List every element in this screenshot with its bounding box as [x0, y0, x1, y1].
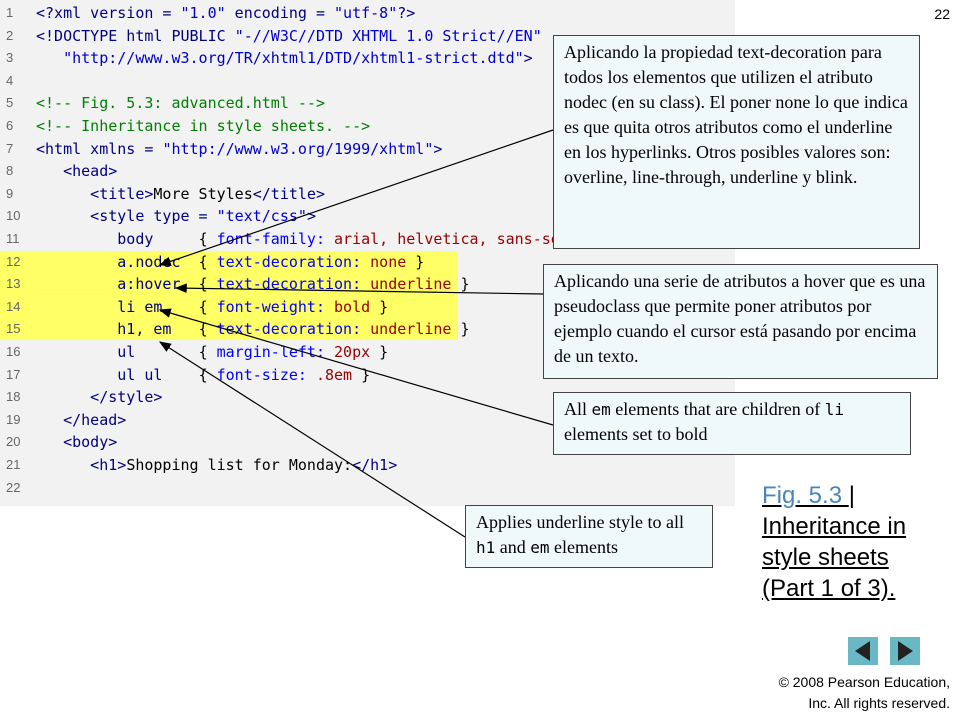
code-line: 3 "http://www.w3.org/TR/xhtml1/DTD/xhtml… — [0, 47, 735, 69]
callout-li-em-text-2: elements that are children of — [610, 399, 825, 419]
code-line: 2 <!DOCTYPE html PUBLIC "-//W3C//DTD XHTM… — [0, 25, 735, 47]
line-number: 3 — [6, 50, 14, 66]
code-text: <title>More Styles</title> — [36, 184, 325, 203]
triangle-right-icon — [898, 641, 913, 661]
code-line: 12 a.nodec { text-decoration: none } — [0, 250, 458, 273]
line-number: 2 — [6, 27, 14, 43]
line-number: 6 — [6, 118, 14, 133]
copyright-line-2: Inc. All rights reserved. — [808, 695, 950, 711]
line-number: 11 — [6, 231, 20, 246]
callout-h1-em-code-1: h1 — [476, 538, 496, 557]
code-text: <head> — [36, 162, 118, 181]
line-number: 20 — [6, 434, 21, 450]
code-line: 18 </style> — [0, 386, 735, 408]
line-number: 19 — [6, 411, 21, 427]
line-number: 8 — [6, 163, 14, 179]
line-number: 15 — [6, 321, 21, 337]
code-line: 22 — [0, 477, 735, 499]
line-number: 12 — [6, 253, 21, 269]
code-text: "http://www.w3.org/TR/xhtml1/DTD/xhtml1-… — [63, 49, 533, 68]
code-line: 9 <title>More Styles</title> — [0, 183, 735, 205]
callout-h1-em-text-3: elements — [549, 537, 619, 557]
code-text: <style type = "text/css"> — [36, 207, 316, 226]
code-line: 17 ul ul { font-size: .8em } — [0, 364, 735, 386]
code-line: 15 h1, em { text-decoration: underline } — [0, 318, 470, 341]
code-line: 5 <!-- Fig. 5.3: advanced.html --> — [0, 92, 735, 114]
code-text: </head> — [36, 410, 127, 429]
line-number: 13 — [6, 276, 21, 292]
code-text: ul ul { font-size: .8em } — [36, 365, 371, 384]
code-text: li em { font-weight: bold } — [36, 297, 389, 316]
callout-li-em-text-3: elements set to bold — [564, 424, 708, 444]
callout-h1-em-text-2: and — [495, 537, 531, 557]
line-number: 10 — [6, 208, 21, 224]
line-number: 14 — [6, 298, 21, 314]
code-text: <!-- Fig. 5.3: advanced.html --> — [36, 94, 325, 113]
triangle-left-icon — [855, 641, 870, 661]
code-text: <!DOCTYPE html PUBLIC "-//W3C//DTD XHTML… — [36, 26, 542, 45]
figure-link[interactable]: Fig. 5.3 — [762, 482, 849, 509]
code-line: 10 <style type = "text/css"> — [0, 205, 735, 227]
previous-slide-button[interactable] — [848, 637, 878, 665]
figure-caption: Fig. 5.3 | Inheritance in style sheets (… — [762, 480, 922, 604]
code-text: <!-- Inheritance in style sheets. --> — [36, 117, 371, 135]
callout-hover: Aplicando una serie de atributos a hover… — [543, 264, 938, 379]
line-number: 18 — [6, 389, 21, 405]
page-number: 22 — [934, 6, 950, 22]
copyright-notice: © 2008 Pearson Education, Inc. All right… — [779, 672, 950, 714]
line-number: 7 — [6, 140, 14, 156]
code-line: 16 ul { margin-left: 20px } — [0, 341, 735, 363]
code-line: 19 </head> — [0, 409, 735, 431]
line-number: 22 — [6, 479, 21, 495]
callout-li-em: All em elements that are children of li … — [553, 392, 911, 455]
line-number: 21 — [6, 457, 21, 472]
line-number: 1 — [6, 5, 14, 20]
code-line: 20 <body> — [0, 431, 735, 453]
code-line: 7 <html xmlns = "http://www.w3.org/1999/x… — [0, 138, 735, 160]
code-line: 14 li em { font-weight: bold } — [0, 295, 458, 318]
line-number: 17 — [6, 366, 21, 382]
figure-caption-text: | Inheritance in style sheets (Part 1 of… — [762, 482, 907, 602]
callout-li-em-code-2: li — [824, 400, 844, 419]
code-text: <h1>Shopping list for Monday:</h1> — [36, 456, 398, 474]
code-text: <?xml version = "1.0" encoding = "utf-8"… — [36, 4, 416, 22]
arrow-h1-em — [158, 341, 466, 538]
line-number: 4 — [6, 72, 14, 88]
code-line: 8 <head> — [0, 160, 735, 182]
callout-h1-em-text-1: Applies underline style to all — [476, 512, 684, 532]
next-slide-button[interactable] — [890, 637, 920, 665]
arrow-nodec — [158, 129, 554, 267]
code-line: 6 <!-- Inheritance in style sheets. --> — [0, 115, 735, 137]
code-text: body { font-family: arial, helvetica, sa… — [36, 230, 605, 248]
callout-nodec-text: Aplicando la propiedad text-decoration p… — [564, 42, 908, 187]
line-number: 9 — [6, 185, 14, 201]
copyright-line-1: © 2008 Pearson Education, — [778, 674, 950, 690]
line-number: 5 — [6, 95, 14, 111]
code-line: 1 <?xml version = "1.0" encoding = "utf-8… — [0, 2, 735, 24]
code-text: <body> — [36, 433, 118, 452]
code-text: ul { margin-left: 20px } — [36, 343, 389, 361]
code-text: </style> — [36, 388, 163, 407]
code-text: h1, em { text-decoration: underline } — [36, 320, 470, 339]
line-number: 16 — [6, 344, 21, 359]
code-text: <html xmlns = "http://www.w3.org/1999/xh… — [36, 139, 443, 158]
code-line: 21 <h1>Shopping list for Monday:</h1> — [0, 454, 735, 476]
callout-li-em-code-1: em — [591, 400, 611, 419]
arrow-hover — [174, 283, 544, 295]
code-line: 4 — [0, 70, 735, 92]
callout-h1-em-code-2: em — [530, 538, 550, 557]
callout-nodec: Aplicando la propiedad text-decoration p… — [553, 35, 920, 249]
code-line: 11 body { font-family: arial, helvetica,… — [0, 228, 735, 250]
callout-li-em-text-1: All — [564, 399, 592, 419]
callout-hover-text: Aplicando una serie de atributos a hover… — [554, 271, 926, 366]
arrow-li-em — [158, 308, 554, 426]
callout-h1-em: Applies underline style to all h1 and em… — [465, 505, 713, 568]
